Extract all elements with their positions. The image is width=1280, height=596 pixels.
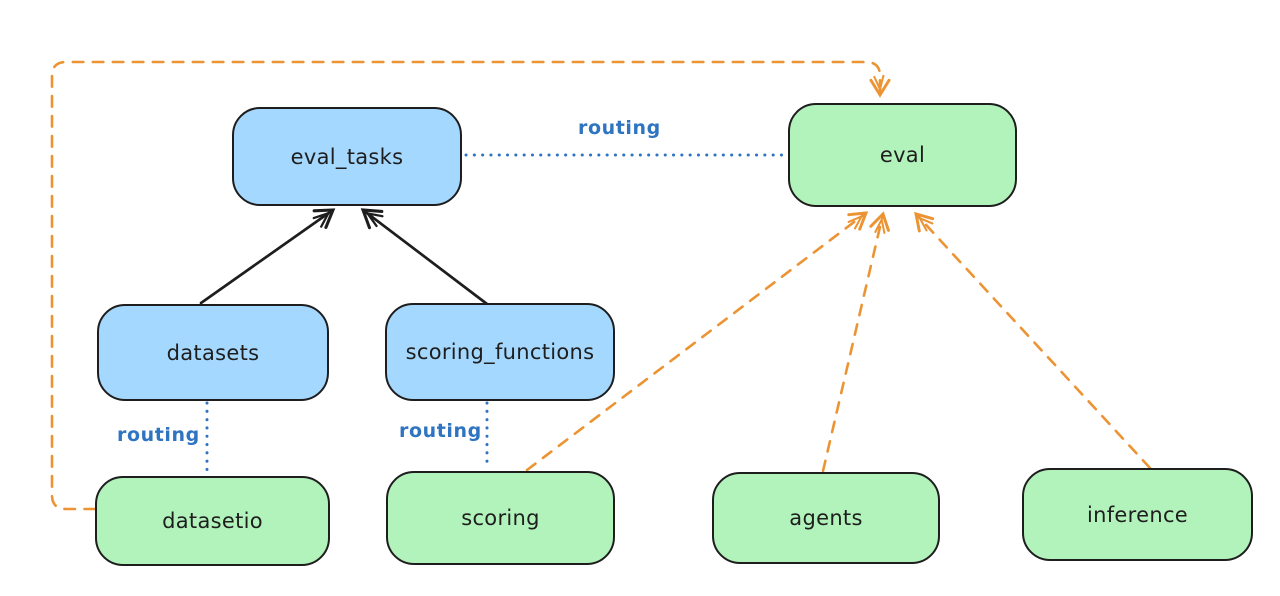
edge-scoring-to-eval: [525, 211, 869, 472]
node-datasetio-label: datasetio: [162, 509, 263, 533]
node-eval-tasks: eval_tasks: [232, 107, 462, 206]
node-eval-label: eval: [879, 143, 926, 167]
node-inference-label: inference: [1086, 502, 1189, 527]
edge-scoring-functions-to-eval-tasks: [360, 208, 489, 306]
edge-datasets-to-eval-tasks: [199, 208, 336, 305]
node-inference: inference: [1022, 468, 1253, 561]
edge-label-routing-datasets-datasetio: routing: [117, 424, 200, 446]
edge-label-routing-scoring-functions-scoring: routing: [399, 420, 482, 442]
edge-inference-to-eval: [914, 211, 1152, 470]
node-eval: eval: [788, 103, 1017, 207]
edge-datasetio-to-eval: [50, 60, 891, 511]
node-agents: agents: [712, 472, 940, 564]
node-eval-tasks-label: eval_tasks: [290, 144, 404, 169]
node-datasetio: datasetio: [95, 476, 330, 566]
node-scoring-label: scoring: [461, 506, 540, 530]
node-scoring-functions-label: scoring_functions: [405, 340, 595, 364]
node-datasets-label: datasets: [166, 340, 260, 365]
node-agents-label: agents: [789, 506, 863, 530]
node-scoring-functions: scoring_functions: [385, 303, 615, 401]
node-datasets: datasets: [97, 304, 329, 401]
node-scoring: scoring: [386, 471, 615, 565]
edge-label-routing-eval-tasks-eval: routing: [578, 117, 661, 139]
edge-agents-to-eval: [821, 211, 890, 473]
